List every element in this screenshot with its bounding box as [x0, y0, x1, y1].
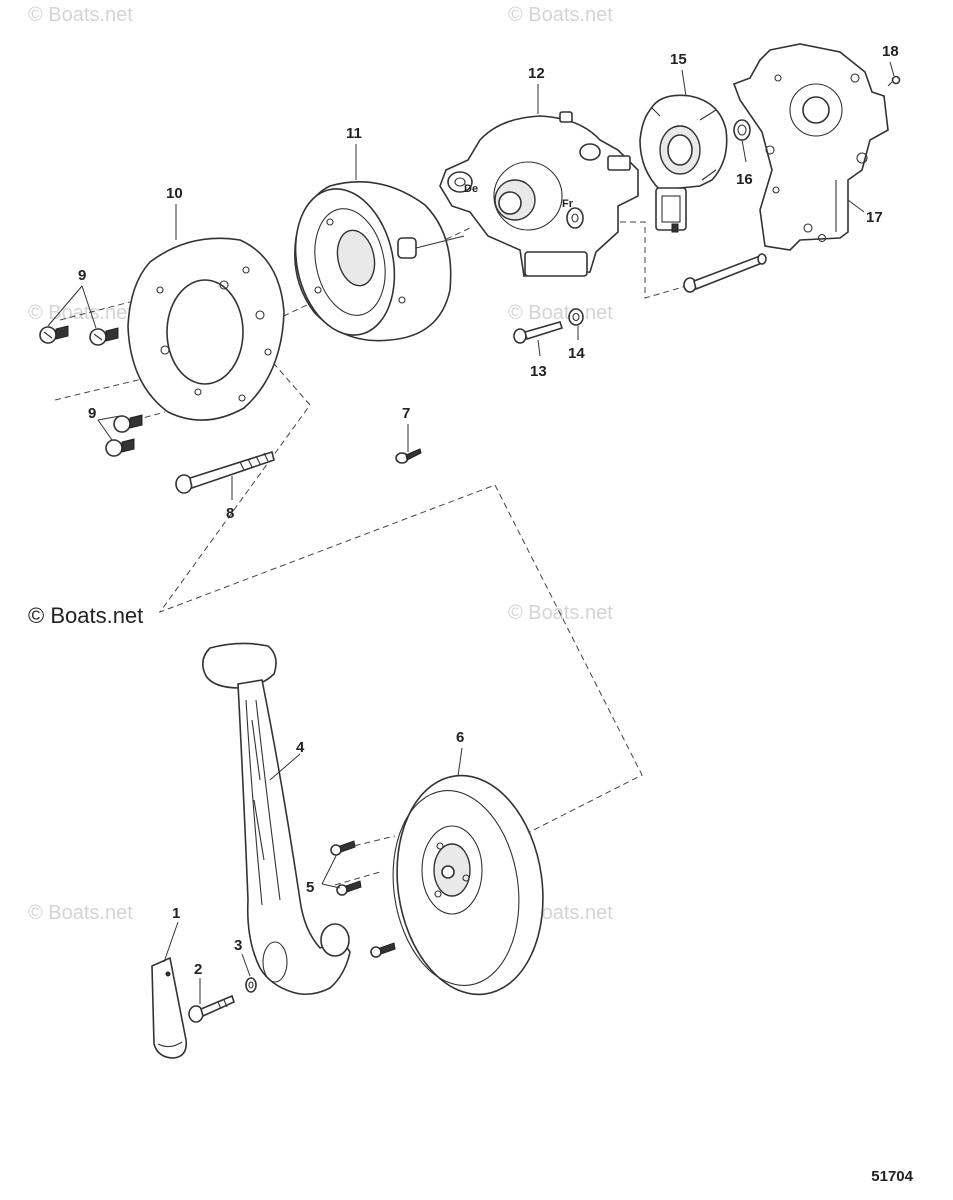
part-10-flange-ring — [127, 237, 285, 421]
part-11-drum — [294, 181, 465, 342]
housing-mark-de: De — [464, 183, 478, 195]
diagram-code: 51704 — [871, 1168, 913, 1185]
part-12-housing: De Fr — [439, 111, 639, 277]
callout-2: 2 — [194, 961, 202, 978]
housing-mark-fr: Fr — [562, 198, 574, 210]
part-2-bolt — [188, 994, 235, 1023]
part-9-screws-upper — [39, 325, 119, 346]
callout-11: 11 — [346, 125, 362, 142]
part-4-handle-lever — [202, 642, 351, 996]
part-13-bolt — [513, 321, 564, 344]
callout-1: 1 — [172, 905, 180, 922]
part-6-disc — [392, 774, 544, 996]
part-3-washer — [245, 977, 257, 993]
callout-8: 8 — [226, 505, 234, 522]
callout-labels: 1 2 3 4 5 6 7 8 9 9 10 11 12 13 14 15 16… — [78, 43, 899, 978]
callout-18: 18 — [882, 43, 899, 60]
callout-13: 13 — [530, 363, 547, 380]
watermark-center-upper: © Boats.net — [508, 302, 613, 324]
watermark-left-lower: © Boats.net — [28, 902, 133, 924]
callout-9-upper: 9 — [78, 267, 86, 284]
callout-6: 6 — [456, 729, 464, 746]
part-7-screw — [395, 448, 422, 464]
part-17-mounting-plate — [732, 43, 889, 251]
watermark-top-left: © Boats.net — [28, 4, 133, 26]
watermark-top-center: © Boats.net — [508, 4, 613, 26]
part-1-knob — [151, 956, 188, 1059]
part-18-pin — [887, 75, 901, 87]
callout-12: 12 — [528, 65, 545, 82]
part-15-sensor — [639, 94, 728, 233]
part-8-long-bolt — [175, 450, 275, 494]
callout-16: 16 — [736, 171, 753, 188]
callout-14: 14 — [568, 345, 585, 362]
callout-17: 17 — [866, 209, 883, 226]
callout-4: 4 — [296, 739, 305, 756]
callout-7: 7 — [402, 405, 410, 422]
part-5-screws — [330, 840, 396, 958]
part-14-washer — [568, 308, 584, 326]
leader-lines — [47, 61, 895, 1004]
callout-15: 15 — [670, 51, 687, 68]
callout-5: 5 — [306, 879, 314, 896]
part-16-washer — [733, 119, 751, 141]
callout-10: 10 — [166, 185, 183, 202]
callout-3: 3 — [234, 937, 242, 954]
callout-9-lower: 9 — [88, 405, 96, 422]
part-long-bolt-right — [683, 253, 767, 293]
watermark-main: © Boats.net — [28, 603, 144, 628]
part-9-screws-lower — [105, 414, 143, 457]
